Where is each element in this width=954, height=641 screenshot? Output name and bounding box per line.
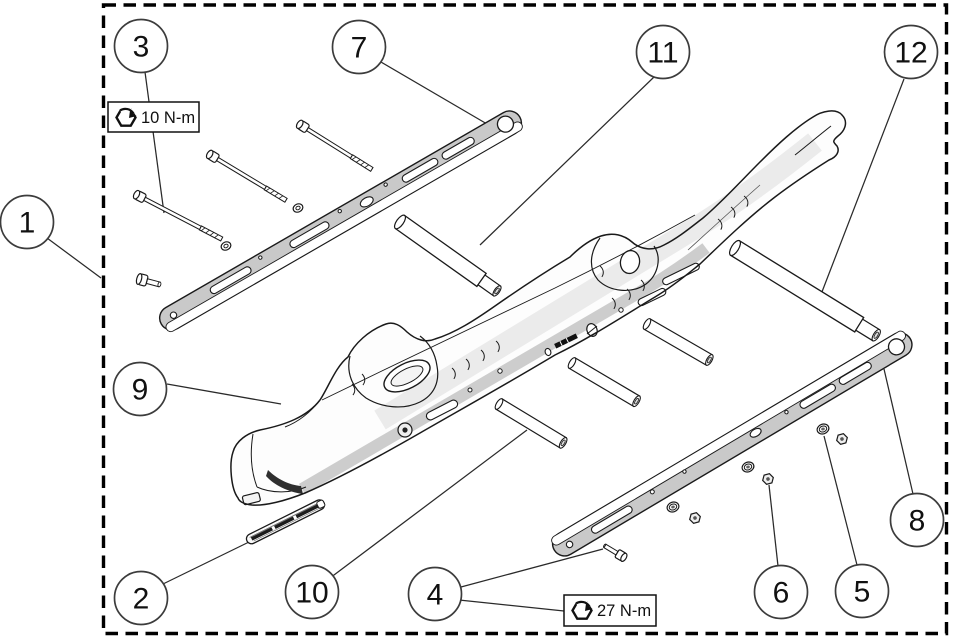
callout-6: 6 [753,564,809,620]
leader-5 [823,435,858,566]
long-bolt-3 [295,119,374,172]
callout-7: 7 [331,19,387,75]
upper-pivot-pin [393,214,502,297]
leader-4b [458,599,565,612]
callout-1-circle [0,194,55,250]
callout-11: 11 [635,24,691,80]
torque-hex-icon [571,599,593,620]
right-pivot-pin [728,239,881,342]
long-bolt-1 [132,189,224,242]
callout-9-label: 9 [132,374,149,407]
callout-2-label: 2 [133,583,150,616]
leader-2 [162,541,250,585]
callout-9-circle [112,361,168,417]
callout-12-circle [883,24,939,80]
callout-12: 12 [883,24,939,80]
callout-12-label: 12 [894,37,927,70]
callout-7-circle [331,19,387,75]
callout-9: 9 [112,361,168,417]
callout-10: 10 [284,564,340,620]
lower-mount-bar [551,330,913,557]
callout-11-label: 11 [647,37,678,70]
callout-8: 8 [889,492,945,548]
spacer-rod-right [642,317,714,367]
callout-6-circle [753,564,809,620]
callout-3: 3 [113,18,169,74]
callout-5: 5 [834,563,890,619]
callout-8-label: 8 [909,505,926,538]
callout-4-label: 4 [427,579,444,612]
leader-1 [46,237,102,279]
short-flange-bolt [135,273,162,288]
callout-leader-lines [46,61,914,612]
nut-c [836,433,848,445]
callout-3-label: 3 [133,31,150,64]
leader-9 [166,383,282,405]
leader-11 [479,76,655,246]
leader-7 [380,61,488,125]
callout-10-label: 10 [295,577,328,610]
callout-5-circle [834,563,890,619]
leader-4a [460,548,604,588]
callout-10-circle [284,564,340,620]
torque-value-27nm: 27 N-m [597,602,651,620]
torque-box-27nm: 27 N-m [563,594,657,627]
hatch-marks [351,195,749,396]
callout-3-circle [113,18,169,74]
spacer-rod-middle [567,357,641,408]
spacer-rod-item-10 [494,398,568,449]
torque-value-10nm: 10 N-m [141,109,195,127]
wear-strip [245,499,326,545]
frame-foot-tab [241,492,261,506]
callout-7-label: 7 [351,32,368,65]
frame-oval-slot [383,359,431,393]
torque-box-10nm: 10 N-m [107,101,200,133]
leader-3 [144,71,165,214]
frame-round-hole [619,249,641,275]
upper-mount-bar [158,110,523,333]
leader-8 [883,368,914,495]
washer-c-item-5 [816,423,830,435]
nut-a [689,512,701,524]
leader-6 [768,484,779,567]
callout-2: 2 [113,570,169,626]
small-washer-1 [220,241,232,251]
washer-a [666,501,680,513]
callout-4: 4 [407,566,463,622]
assembly-boundary-border [101,3,949,636]
lower-bolt [603,543,628,562]
leader-10 [329,429,528,579]
leader-12 [819,78,905,298]
callout-1: 1 [0,194,55,250]
nut-b-item-6 [762,473,774,485]
frame-part [230,110,847,506]
stamp-marking [554,333,578,349]
callout-4-circle [407,566,463,622]
callout-8-circle [889,492,945,548]
callout-1-label: 1 [19,207,36,240]
washer-b [741,461,755,473]
callout-6-label: 6 [773,577,790,610]
callout-2-circle [113,570,169,626]
callout-11-circle [635,24,691,80]
callout-5-label: 5 [854,576,871,609]
torque-hex-icon [115,106,137,127]
small-washer-2 [292,203,304,213]
long-bolt-2 [205,149,288,203]
